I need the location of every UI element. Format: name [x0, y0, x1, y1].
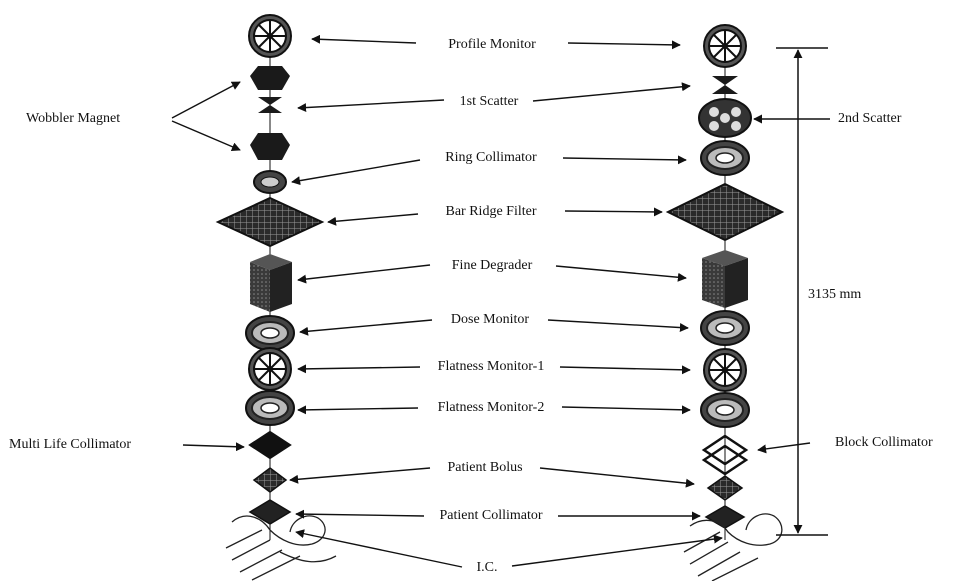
- label-block-collimator: Block Collimator: [835, 435, 933, 451]
- wobbler-magnet-upper-icon: [250, 66, 290, 90]
- label-wobbler-magnet: Wobbler Magnet: [26, 111, 120, 127]
- profile-monitor-right-icon: [704, 25, 746, 67]
- label-flatness-monitor-1: Flatness Monitor-1: [438, 359, 545, 375]
- label-length-dimension: 3135 mm: [808, 287, 861, 303]
- ring-collimator-right-icon: [701, 141, 749, 175]
- label-bar-ridge-filter: Bar Ridge Filter: [446, 204, 537, 220]
- ring-collimator-left-icon: [254, 171, 286, 193]
- profile-monitor-left-icon: [249, 15, 291, 57]
- flatness-monitor-1-left-icon: [249, 348, 291, 390]
- bar-ridge-filter-right-icon: [668, 184, 782, 240]
- left-beamline: [218, 15, 336, 580]
- patient-bolus-left-icon: [254, 468, 286, 492]
- label-ic: I.C.: [477, 560, 498, 576]
- label-fine-degrader: Fine Degrader: [452, 258, 532, 274]
- flatness-monitor-2-right-icon: [701, 393, 749, 427]
- label-profile-monitor: Profile Monitor: [448, 37, 536, 53]
- patient-bolus-right-icon: [708, 476, 742, 500]
- label-flatness-monitor-2: Flatness Monitor-2: [438, 400, 545, 416]
- label-patient-bolus: Patient Bolus: [447, 460, 522, 476]
- dose-monitor-left-icon: [246, 316, 294, 350]
- label-multi-life-collimator: Multi Life Collimator: [9, 437, 131, 453]
- bar-ridge-filter-left-icon: [218, 198, 322, 246]
- patient-hand-left: [226, 516, 336, 580]
- label-patient-collimator: Patient Collimator: [439, 508, 542, 524]
- dose-monitor-right-icon: [701, 311, 749, 345]
- patient-collimator-left-icon: [250, 500, 290, 524]
- label-1st-scatter: 1st Scatter: [460, 94, 519, 110]
- second-scatter-icon: [699, 99, 751, 137]
- multi-leaf-collimator-icon: [250, 432, 290, 458]
- flatness-monitor-2-left-icon: [246, 391, 294, 425]
- right-beamline: [668, 25, 782, 581]
- label-2nd-scatter: 2nd Scatter: [838, 111, 901, 127]
- fine-degrader-left-icon: [250, 254, 292, 312]
- wobbler-magnet-lower-icon: [250, 133, 290, 160]
- patient-collimator-right-icon: [706, 506, 744, 528]
- flatness-monitor-1-right-icon: [704, 349, 746, 391]
- fine-degrader-right-icon: [702, 250, 748, 308]
- label-ring-collimator: Ring Collimator: [445, 150, 536, 166]
- label-dose-monitor: Dose Monitor: [451, 312, 529, 328]
